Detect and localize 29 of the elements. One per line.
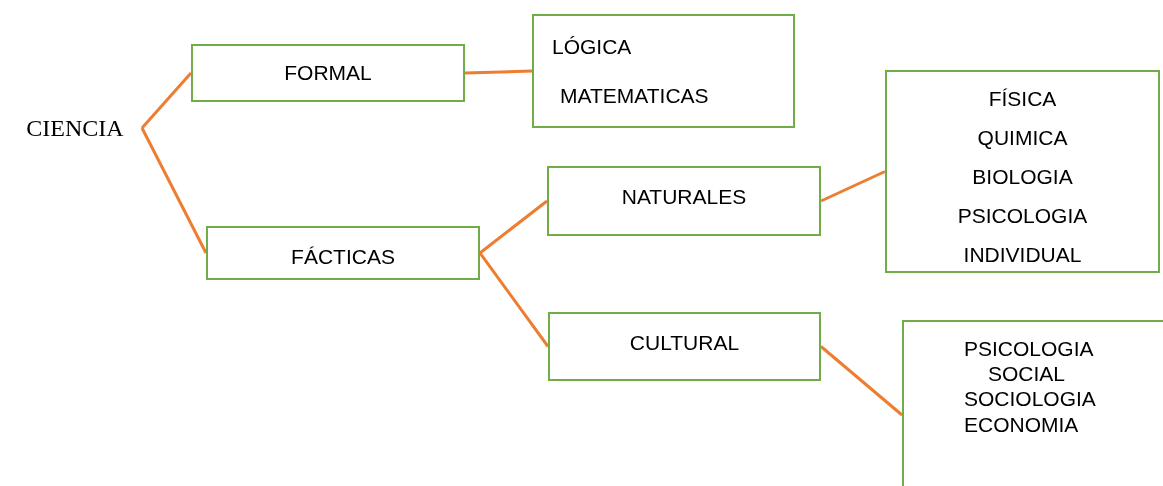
category-label: NATURALES — [621, 184, 747, 210]
category-box — [206, 226, 480, 280]
category-box — [885, 70, 1160, 273]
category-box — [902, 320, 1163, 486]
connector-line — [140, 72, 193, 129]
category-label: INDIVIDUAL — [963, 241, 1082, 267]
category-box — [547, 166, 821, 236]
root-label: CIENCIA — [26, 113, 124, 143]
category-label: LÓGICA — [552, 33, 632, 60]
category-label: PSICOLOGIA — [964, 336, 1094, 362]
category-label: SOCIOLOGIA — [964, 386, 1096, 412]
connector-line — [464, 69, 533, 75]
category-label: FÍSICA — [988, 86, 1057, 112]
category-box — [548, 312, 821, 381]
category-label: PSICOLOGIA — [957, 202, 1088, 229]
connector-line — [479, 199, 548, 255]
category-box — [191, 44, 465, 102]
category-label: SOCIAL — [988, 361, 1066, 387]
category-box — [532, 14, 795, 128]
category-label: CULTURAL — [629, 330, 740, 356]
connector-line — [140, 127, 208, 254]
category-label: ECONOMIA — [964, 411, 1079, 437]
category-label: FORMAL — [284, 60, 372, 86]
category-label: FÁCTICAS — [291, 244, 395, 270]
category-label: QUIMICA — [977, 124, 1068, 151]
connector-line — [820, 170, 886, 203]
category-label: MATEMATICAS — [560, 82, 709, 109]
category-label: BIOLOGIA — [972, 163, 1073, 190]
connector-line — [820, 345, 903, 417]
